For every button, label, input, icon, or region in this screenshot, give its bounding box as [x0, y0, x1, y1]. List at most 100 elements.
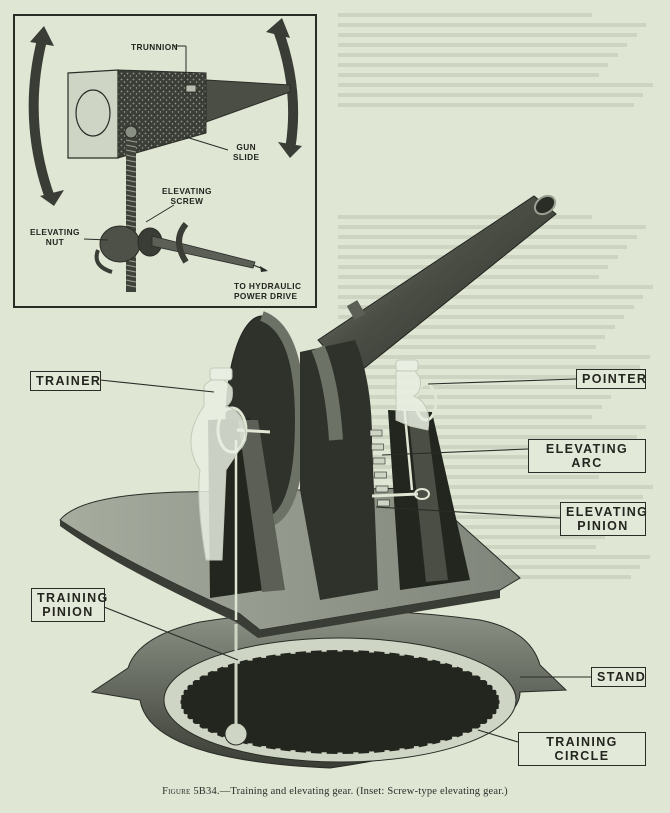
- gear-tooth: [178, 687, 184, 695]
- callout-training-pinion: TRAINING PINION: [31, 588, 107, 622]
- screw-thread: [125, 194, 137, 198]
- screw-thread: [125, 184, 137, 188]
- leader-elevating-arc: [381, 448, 529, 456]
- gear-tooth: [384, 750, 390, 758]
- bleed-through-line: [338, 365, 641, 369]
- gear-tooth: [369, 751, 375, 759]
- screw-joint: [124, 125, 138, 139]
- trainer-pedestal-face: [238, 420, 285, 592]
- gear-tooth: [222, 736, 228, 744]
- bleed-through-line: [338, 103, 634, 107]
- screw-thread: [125, 189, 137, 193]
- leader-training-pinion: [103, 606, 239, 661]
- screw-thread: [125, 159, 137, 163]
- callout-training-pinion-line2: PINION: [42, 605, 94, 619]
- bleed-through-line: [338, 315, 625, 319]
- figure-caption-text: —Training and elevating gear. (Inset: Sc…: [219, 786, 508, 797]
- bleed-through-line: [338, 455, 618, 459]
- bleed-through-line: [338, 325, 615, 329]
- gear-tooth: [202, 668, 208, 676]
- gear-tooth: [413, 746, 419, 754]
- gear-tooth: [440, 740, 446, 748]
- gear-tooth: [498, 703, 504, 711]
- screw-thread: [125, 224, 137, 228]
- elevating-pinion-gearbox: [414, 488, 430, 500]
- screw-thread: [125, 284, 137, 288]
- bleed-through-line: [338, 53, 618, 57]
- gear-tooth: [175, 698, 181, 706]
- screw-thread: [125, 149, 137, 153]
- label-gun-slide-line2: SLIDE: [233, 152, 260, 162]
- gear-tooth: [176, 703, 182, 711]
- training-circle-pit: [180, 650, 500, 754]
- label-elevating-screw-line2: SCREW: [170, 196, 204, 206]
- bleed-through-line: [338, 495, 644, 499]
- screw-thread: [125, 264, 137, 268]
- figure-caption: Figure 5B34.—Training and elevating gear…: [0, 786, 670, 797]
- arc-tooth: [377, 499, 390, 507]
- gear-tooth: [452, 736, 458, 744]
- label-gun-slide-line1: GUN: [236, 142, 257, 152]
- gear-tooth: [275, 648, 281, 656]
- gear-tooth: [399, 748, 405, 756]
- inset-frame: [13, 14, 317, 308]
- label-trunnion: TRUNNION: [131, 42, 178, 52]
- gear-tooth: [480, 673, 486, 681]
- arc-tooth: [375, 485, 389, 493]
- label-gun-slide: GUN SLIDE: [233, 142, 259, 162]
- bleed-through-line: [338, 63, 609, 67]
- screw-thread: [125, 269, 137, 273]
- callout-elevating-pinion-line1: ELEVATING: [566, 505, 649, 519]
- label-hydraulic-drive: TO HYDRAULIC POWER DRIVE: [234, 281, 301, 301]
- bleed-through-line: [338, 385, 622, 389]
- elevating-pinion-shaft: [371, 492, 419, 498]
- gear-tooth: [247, 653, 253, 661]
- arc-tooth: [371, 443, 384, 451]
- gear-tooth: [222, 660, 228, 668]
- trainer-figure: [190, 378, 247, 561]
- leader-line: [145, 204, 175, 223]
- trunnion-pin: [185, 84, 197, 93]
- gear-tooth: [384, 646, 390, 654]
- gear-tooth: [337, 644, 343, 652]
- leader-elevating-pinion: [375, 506, 561, 519]
- gun-mount: [59, 194, 568, 769]
- bleed-through-line: [338, 445, 628, 449]
- label-hydraulic-line2: POWER DRIVE: [234, 291, 298, 301]
- gear-tooth: [496, 687, 502, 695]
- callout-elevating-pinion-line2: PINION: [577, 519, 629, 533]
- gear-tooth: [462, 664, 468, 672]
- bleed-through-line: [338, 23, 647, 27]
- gear-tooth: [212, 664, 218, 672]
- bleed-through-line: [338, 395, 612, 399]
- bleed-through-line: [338, 375, 631, 379]
- pointer-cap: [395, 359, 419, 372]
- gear-tooth: [427, 743, 433, 751]
- label-hydraulic-line1: TO HYDRAULIC: [234, 281, 302, 291]
- gear-tooth: [353, 752, 359, 760]
- arrow-head-icon: [40, 190, 64, 206]
- screw-thread: [125, 179, 137, 183]
- gear-tooth: [353, 644, 359, 652]
- gear-tooth: [261, 746, 267, 754]
- callout-pointer: POINTER: [576, 369, 646, 389]
- screw-thread: [125, 174, 137, 178]
- leader-line: [185, 136, 229, 151]
- leader-pointer: [427, 378, 577, 385]
- screw-thread: [125, 274, 137, 278]
- gear-tooth: [440, 656, 446, 664]
- leader-trainer: [99, 379, 215, 393]
- bleed-through-line: [338, 505, 634, 509]
- callout-leaders: [99, 378, 591, 743]
- elevation-arrow-left-icon: [28, 38, 55, 200]
- bleed-through-line: [338, 465, 609, 469]
- gear-tooth: [178, 709, 184, 717]
- gear-tooth: [187, 677, 193, 685]
- gear-tooth: [462, 732, 468, 740]
- gear-tooth: [399, 648, 405, 656]
- gear-tooth: [247, 743, 253, 751]
- bleed-through-line: [338, 43, 628, 47]
- gear-tooth: [472, 728, 478, 736]
- gear-tooth: [337, 752, 343, 760]
